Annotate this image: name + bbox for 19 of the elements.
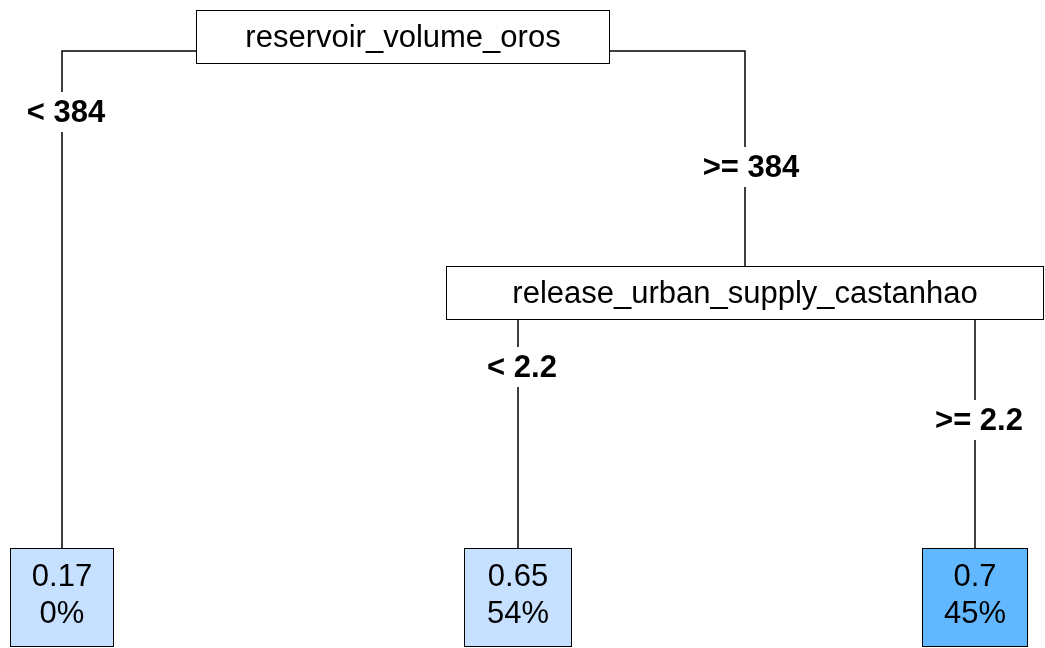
- node-text: 0.17: [31, 557, 93, 595]
- tree-branch: [61, 50, 197, 549]
- edge-label: < 2.2: [487, 347, 557, 387]
- node-text: release_urban_supply_castanhao: [512, 274, 978, 312]
- node-text: 45%: [943, 594, 1006, 632]
- split-node-box: [196, 10, 610, 64]
- leaf-node-box: [10, 548, 114, 647]
- node-text: 54%: [486, 594, 549, 632]
- edge-label: >= 2.2: [935, 400, 1023, 440]
- node-text: 0%: [39, 594, 85, 632]
- split-node-box: [446, 266, 1044, 320]
- node-text: reservoir_volume_oros: [245, 18, 561, 56]
- node-text: 0.7: [953, 557, 997, 595]
- tree-branch: [609, 50, 746, 267]
- leaf-node-box: [922, 548, 1028, 647]
- node-text: 0.65: [487, 557, 549, 595]
- edge-label: < 384: [26, 92, 106, 132]
- leaf-node-box: [464, 548, 572, 647]
- edge-label: >= 384: [702, 147, 800, 187]
